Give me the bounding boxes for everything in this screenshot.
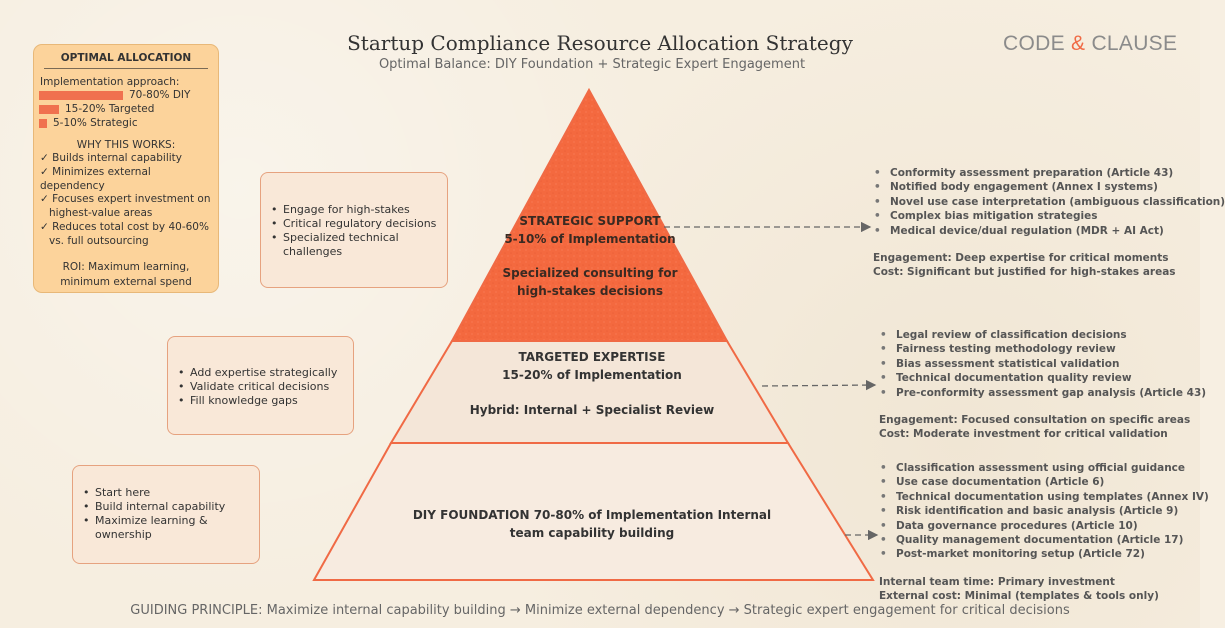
detail-item: Complex bias mitigation strategies <box>872 209 1225 224</box>
optimal-allocation-panel: OPTIMAL ALLOCATION Implementation approa… <box>33 44 219 293</box>
strategic-engagement: Engagement: Deep expertise for critical … <box>873 252 1169 264</box>
allocation-bar-strategic <box>39 118 47 128</box>
diy-details: Classification assessment using official… <box>878 461 1209 562</box>
roi-line: ROI: Maximum learning, <box>62 260 190 273</box>
pyramid-diagram <box>312 87 879 581</box>
note-item: Add expertise strategically <box>176 366 345 380</box>
tier-title: DIY FOUNDATION 70-80% of Implementation … <box>412 508 772 522</box>
why-item-cont: vs. full outsourcing <box>49 234 149 247</box>
allocation-approach: Implementation approach: <box>40 76 180 88</box>
targeted-details: Legal review of classification decisions… <box>878 328 1206 400</box>
diy-engagement: Internal team time: Primary investment <box>879 576 1115 588</box>
tier-desc: high-stakes decisions <box>516 284 663 298</box>
note-item: Specialized technical challenges <box>269 231 439 259</box>
strategic-details: Conformity assessment preparation (Artic… <box>872 166 1225 238</box>
tier-share: 5-10% of Implementation <box>504 232 676 246</box>
why-item-cont: highest-value areas <box>49 207 153 220</box>
page-title: Startup Compliance Resource Allocation S… <box>347 31 853 55</box>
detail-item: Risk identification and basic analysis (… <box>878 504 1209 519</box>
guiding-principle: GUIDING PRINCIPLE: Maximize internal cap… <box>130 603 1070 618</box>
why-item: ✓ Minimizes external dependency <box>40 165 151 192</box>
allocation-heading: OPTIMAL ALLOCATION <box>44 52 208 69</box>
note-item: Critical regulatory decisions <box>269 217 439 231</box>
allocation-label-strategic: 5-10% Strategic <box>53 117 138 129</box>
note-item: Fill knowledge gaps <box>176 394 345 408</box>
tier-desc: Hybrid: Internal + Specialist Review <box>469 403 715 417</box>
note-item: Build internal capability <box>81 500 251 514</box>
note-item: Validate critical decisions <box>176 380 345 394</box>
detail-item: Technical documentation quality review <box>878 371 1206 386</box>
detail-item: Bias assessment statistical validation <box>878 357 1206 372</box>
tier-strategic <box>450 87 729 342</box>
why-item: ✓ Builds internal capability <box>40 152 182 164</box>
detail-item: Novel use case interpretation (ambiguous… <box>872 195 1225 210</box>
targeted-tier-label: TARGETED EXPERTISE 15-20% of Implementat… <box>430 348 754 419</box>
detail-item: Classification assessment using official… <box>878 461 1209 476</box>
why-item: ✓ Reduces total cost by 40-60% <box>40 220 209 233</box>
targeted-engagement: Engagement: Focused consultation on spec… <box>879 414 1191 426</box>
diy-note: Start here Build internal capability Max… <box>72 465 260 564</box>
why-item: ✓ Focuses expert investment on <box>40 193 211 206</box>
allocation-bar-targeted <box>39 104 59 114</box>
allocation-bar-diy <box>39 90 123 100</box>
detail-item: Conformity assessment preparation (Artic… <box>872 166 1225 181</box>
note-item: Start here <box>81 486 251 500</box>
tier-title: TARGETED EXPERTISE <box>518 350 666 364</box>
note-item: Engage for high-stakes <box>269 203 439 217</box>
detail-item: Data governance procedures (Article 10) <box>878 519 1209 534</box>
tier-desc: team capability building <box>509 526 675 540</box>
allocation-label-diy: 70-80% DIY <box>129 89 191 101</box>
detail-item: Quality management documentation (Articl… <box>878 533 1209 548</box>
roi-line: minimum external spend <box>60 275 192 288</box>
targeted-cost: Cost: Moderate investment for critical v… <box>879 428 1168 440</box>
allocation-label-targeted: 15-20% Targeted <box>65 103 155 115</box>
tier-share: 15-20% of Implementation <box>502 368 682 382</box>
roi-note: ROI: Maximum learning, minimum external … <box>40 260 212 290</box>
why-heading: WHY THIS WORKS: <box>76 139 176 151</box>
diy-tier-label: DIY FOUNDATION 70-80% of Implementation … <box>382 506 802 542</box>
detail-item: Use case documentation (Article 6) <box>878 475 1209 490</box>
strategic-tier-label: STRATEGIC SUPPORT 5-10% of Implementatio… <box>470 212 710 300</box>
targeted-note: Add expertise strategically Validate cri… <box>167 336 354 435</box>
allocation-row-targeted: 15-20% Targeted <box>39 102 212 116</box>
page-subtitle: Optimal Balance: DIY Foundation + Strate… <box>378 57 806 72</box>
detail-item: Technical documentation using templates … <box>878 490 1209 505</box>
detail-item: Medical device/dual regulation (MDR + AI… <box>872 224 1225 239</box>
tier-title: STRATEGIC SUPPORT <box>519 214 661 228</box>
arrow-targeted <box>761 379 877 391</box>
detail-item: Fairness testing methodology review <box>878 342 1206 357</box>
detail-item: Notified body engagement (Annex I system… <box>872 180 1225 195</box>
strategic-cost: Cost: Significant but justified for high… <box>873 266 1176 278</box>
diy-cost: External cost: Minimal (templates & tool… <box>879 590 1159 602</box>
allocation-row-strategic: 5-10% Strategic <box>39 116 212 130</box>
tier-desc: Specialized consulting for <box>502 266 678 280</box>
strategic-note: Engage for high-stakes Critical regulato… <box>260 172 448 288</box>
detail-item: Pre-conformity assessment gap analysis (… <box>878 386 1206 401</box>
code-and-clause-logo: CODE & CLAUSE <box>1003 32 1178 55</box>
allocation-row-diy: 70-80% DIY <box>39 88 212 102</box>
detail-item: Legal review of classification decisions <box>878 328 1206 343</box>
detail-item: Post-market monitoring setup (Article 72… <box>878 547 1209 562</box>
why-list: ✓ Builds internal capability ✓ Minimizes… <box>40 152 212 249</box>
note-item: Maximize learning & ownership <box>81 514 251 542</box>
